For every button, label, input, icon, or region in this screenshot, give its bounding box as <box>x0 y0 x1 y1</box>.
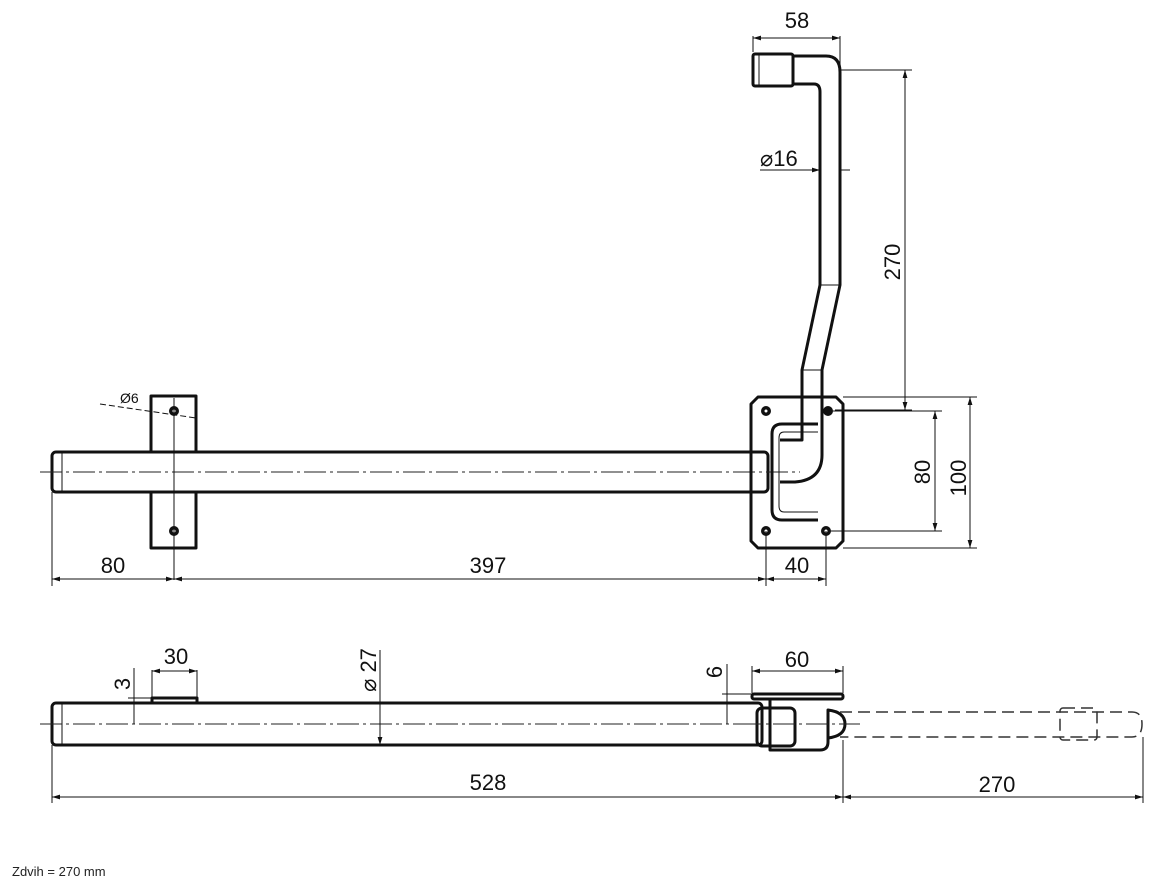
dim-handle-dia: ⌀16 <box>760 146 798 171</box>
dim-handle-width: 58 <box>785 8 809 33</box>
extended-handle-ghost <box>840 711 1143 738</box>
dim-lift: 270 <box>880 244 905 281</box>
left-mount-plate: Ø6 <box>99 390 198 580</box>
dim-plate-thickness: 6 <box>702 666 727 678</box>
lift-note: Zdvih = 270 mm <box>12 864 106 879</box>
dim-mount-width: 30 <box>164 644 188 669</box>
dim-hole-spacing-v: 80 <box>910 460 935 484</box>
dim-plate-height: 100 <box>946 460 971 497</box>
side-view: 30 3 ⌀ 27 60 6 528 270 <box>40 644 1144 803</box>
dim-mount-hole-dia: Ø6 <box>120 390 139 406</box>
dim-left-offset: 80 <box>101 553 125 578</box>
top-view: Ø6 58 ⌀16 270 80 <box>40 8 977 586</box>
dim-extension: 270 <box>979 772 1016 797</box>
handle-knob <box>755 706 797 748</box>
handle <box>751 52 842 522</box>
bracket <box>770 422 818 522</box>
dim-tube-dia: ⌀ 27 <box>356 648 381 692</box>
dim-hole-spacing-h: 40 <box>785 553 809 578</box>
dim-hole-distance: 397 <box>470 553 507 578</box>
dim-plate-width: 60 <box>785 647 809 672</box>
dim-mount-thickness: 3 <box>110 678 135 690</box>
right-mount-plate <box>749 395 845 550</box>
left-mount-plate <box>150 696 199 705</box>
right-mount-plate <box>750 692 845 701</box>
dim-total-length: 528 <box>470 770 507 795</box>
